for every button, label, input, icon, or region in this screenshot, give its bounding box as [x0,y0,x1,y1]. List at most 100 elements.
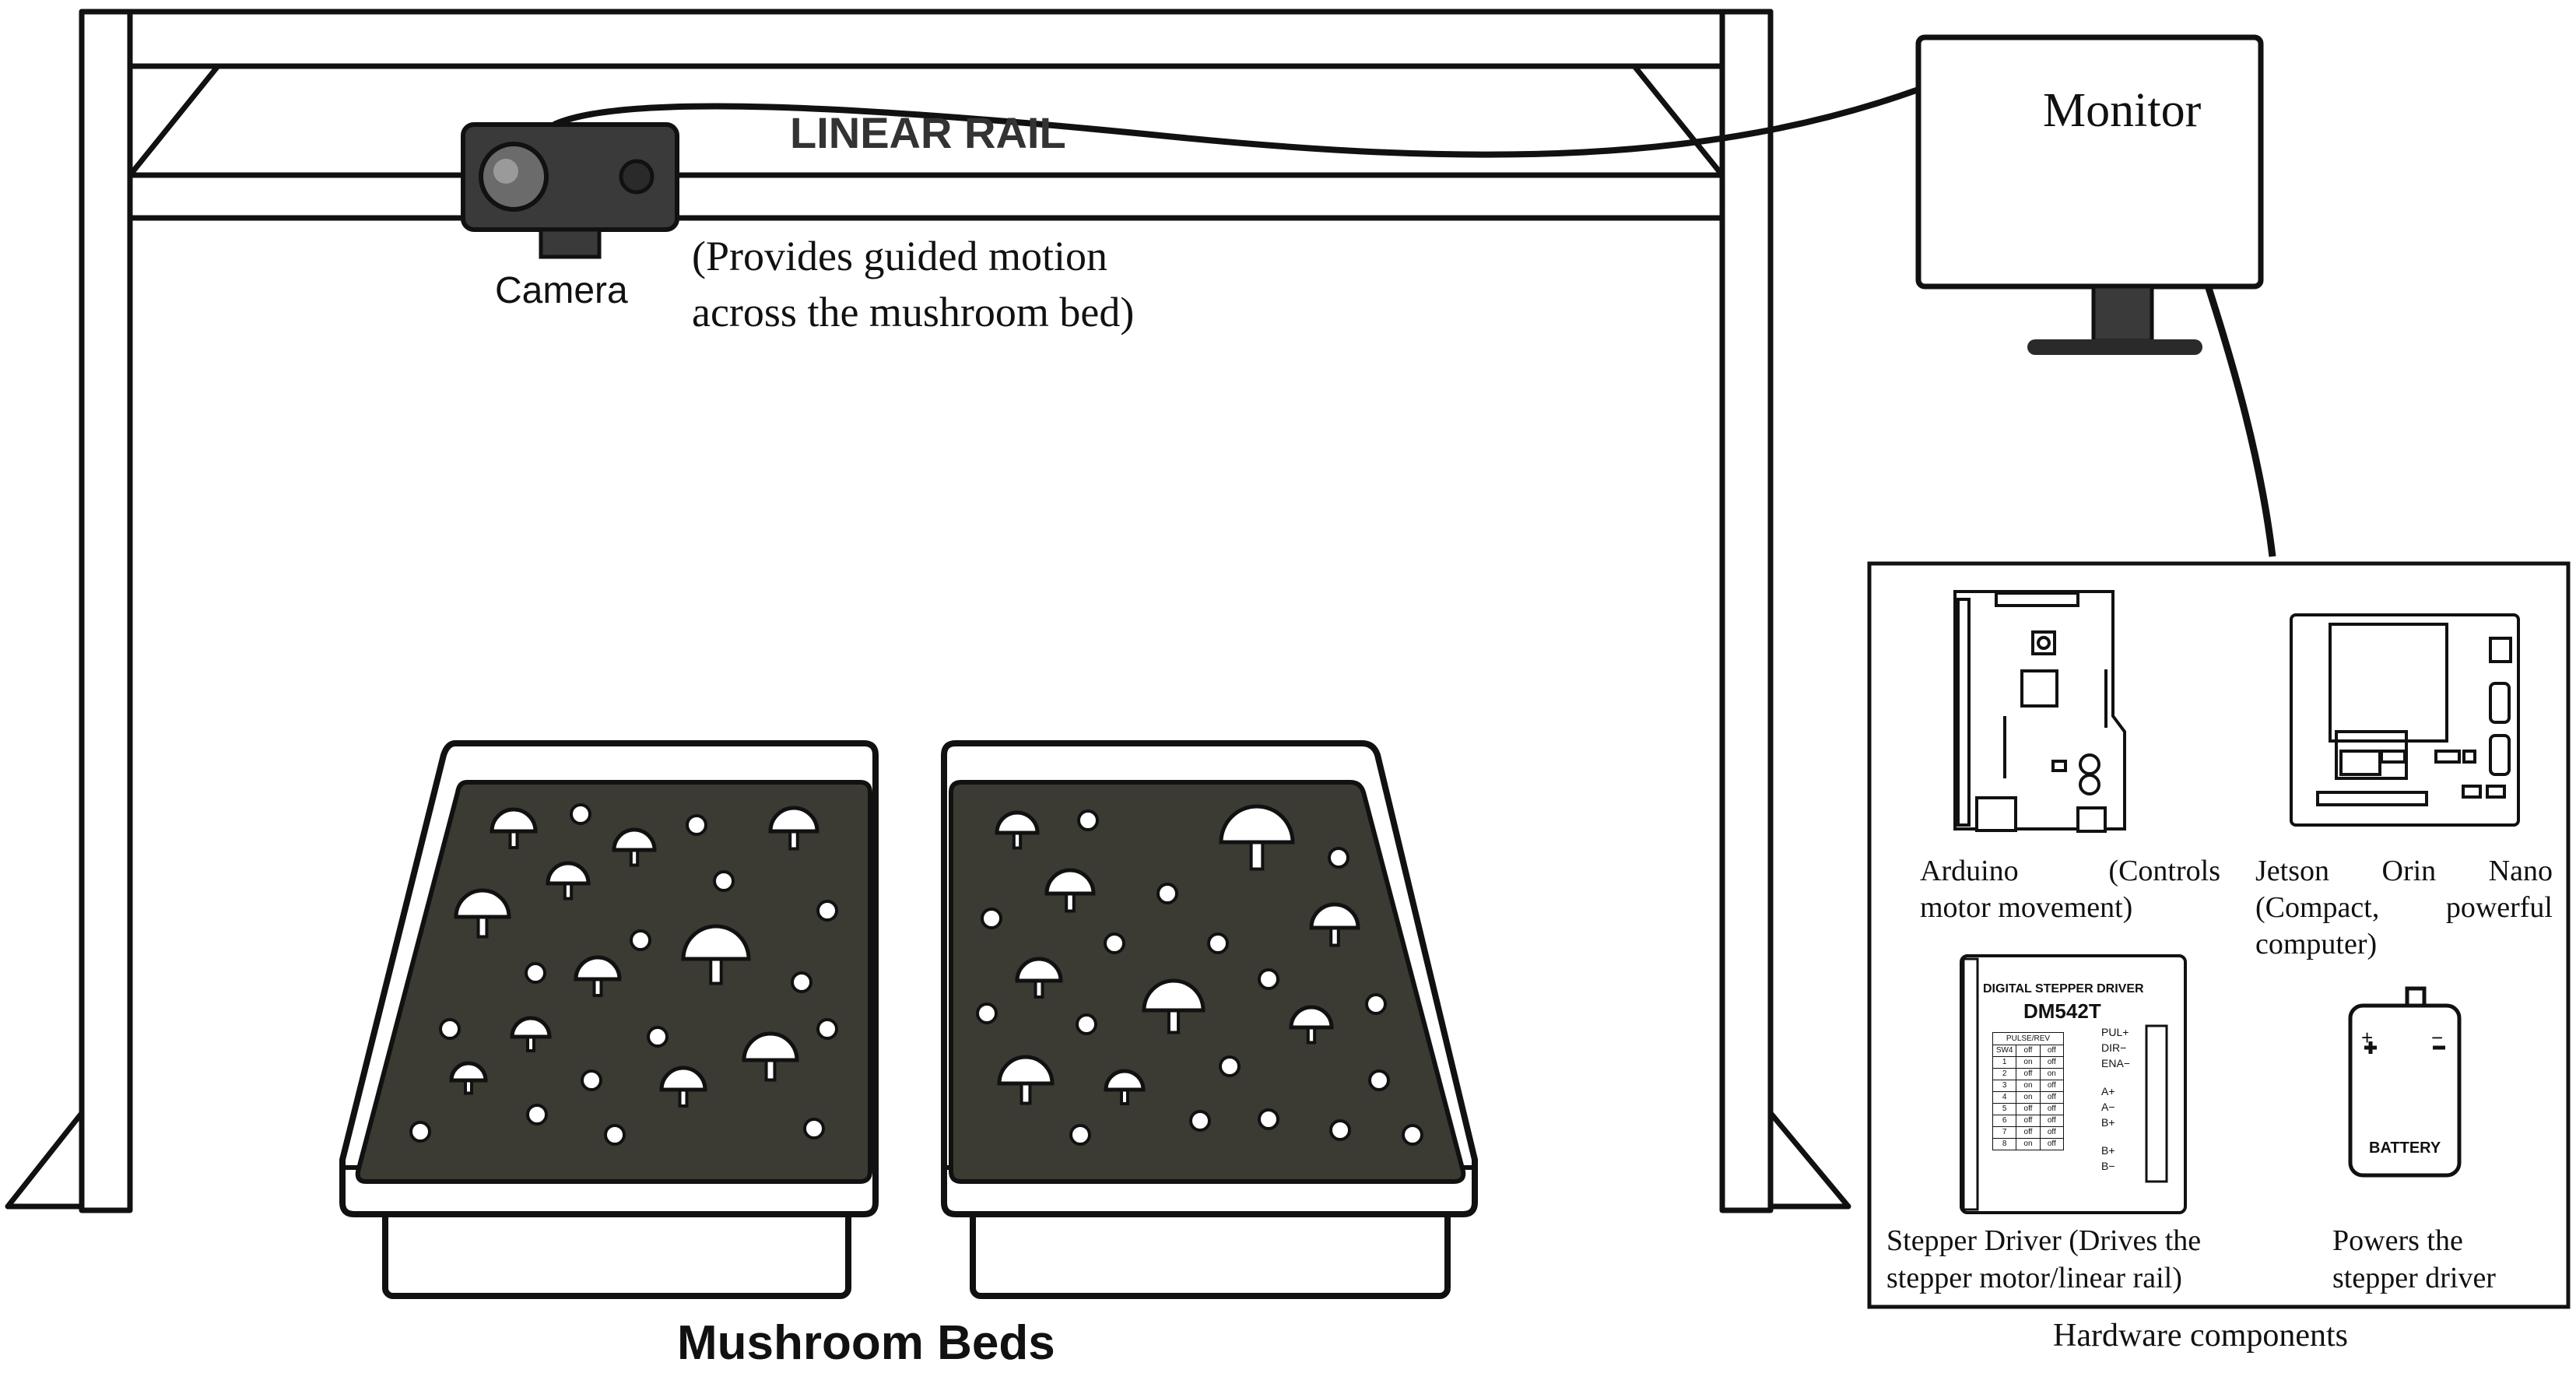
dip-table-cell: off [2016,1045,2041,1056]
mushroom-pin-icon [1402,1124,1423,1146]
jetson-caption-line3: computer) [2255,928,2378,960]
mushroom-icon [1015,957,1063,999]
battery-minus-label: − [2431,1026,2444,1049]
foot-brace-right [1767,1110,1851,1210]
pin-label: DIR− [2101,1041,2127,1054]
mushroom-icon [546,861,591,901]
mushroom-icon [1142,978,1206,1034]
dip-table-cell: 4 [1993,1092,2017,1103]
mushroom-icon [1044,868,1096,913]
dip-table-cell: 8 [1993,1139,2017,1150]
monitor-hardware-cable [2205,286,2276,557]
driver-pin-labels: PUL+DIR−ENA−A+A−B+B+B− [2101,1024,2130,1174]
dip-table-cell: 6 [1993,1115,2017,1126]
mushroom-pin-icon [409,1121,431,1143]
driver-model: DM542T [2023,999,2101,1023]
mushroom-icon [612,827,657,867]
dip-table-cell: off [2016,1115,2041,1126]
mushroom-pin-icon [604,1124,626,1146]
camera-lens-highlight [493,159,518,184]
right-post [1719,9,1774,1213]
dip-table-cell: 5 [1993,1104,2017,1115]
jetson-board-icon [2290,613,2520,827]
camera-sensor-icon [619,159,655,195]
mushroom-pin-icon [713,870,735,892]
brace-top-left [127,63,221,178]
camera-monitor-cable [553,86,1920,158]
mushroom-pin-icon [1258,968,1279,990]
mushroom-pin-icon [1076,1013,1097,1035]
dip-table-title: PULSE/REV [1992,1032,2064,1045]
monitor-screen [1915,34,2264,290]
dip-table-cell: SW4 [1993,1045,2017,1056]
top-beam [79,9,1774,69]
pin-group: B+ B− [2101,1143,2130,1174]
pin-label: ENA− [2101,1057,2130,1069]
mushroom-pin-icon [1189,1110,1211,1132]
mushroom-pin-icon [1077,809,1099,831]
pin-group: A+A−B+ [2101,1083,2130,1130]
mushroom-pin-icon [791,971,812,993]
pin-label: B+ [2101,1116,2115,1129]
battery-caption-line2: stepper driver [2332,1262,2496,1294]
mushroom-pin-icon [581,1069,602,1091]
pin-label: A+ [2101,1085,2115,1097]
brace-top-right [1631,63,1725,178]
mushroom-icon [995,810,1040,850]
mushroom-pin-icon [1368,1069,1390,1091]
dip-table-cell: on [2016,1057,2041,1068]
rail-bar [127,172,1725,221]
mushroom-pin-icon [1156,883,1178,904]
mushroom-pin-icon [570,803,591,825]
pin-label: B− [2101,1160,2115,1172]
dip-table-cell: off [2047,1093,2056,1101]
foot-brace-left [5,1110,85,1210]
mushroom-pin-icon [1328,847,1349,869]
mushroom-pin-icon [1329,1119,1351,1141]
driver-header: DIGITAL STEPPER DRIVER [1983,982,2144,996]
mushroom-pin-icon [1258,1108,1279,1130]
linear-rail-label: LINEAR RAIL [790,108,1066,157]
dip-table-cell: 1 [1993,1057,2017,1068]
dip-table-cell: off [2016,1127,2041,1138]
mushroom-pin-icon [1219,1055,1241,1077]
battery-label: BATTERY [2369,1139,2441,1157]
mushroom-group [409,803,1423,1146]
mushroom-pin-icon [976,1003,998,1024]
mushroom-pin-icon [1069,1124,1091,1146]
mushroom-pin-icon [686,814,707,836]
hardware-components-caption: Hardware components [2053,1318,2349,1354]
mushroom-pin-icon [803,1118,825,1139]
rail-description-line1: (Provides guided motion [692,233,1107,279]
jetson-caption-line2: (Compact, powerful [2255,891,2553,924]
mushroom-pin-icon [1104,932,1125,954]
mushroom-icon [1289,1005,1334,1045]
mushroom-pin-icon [1207,932,1229,954]
pin-label: B+ [2101,1144,2115,1157]
pin-group: PUL+DIR−ENA− [2101,1024,2130,1071]
mushroom-pin-icon [816,900,838,922]
stepper-caption-line1: Stepper Driver (Drives the [1886,1224,2202,1257]
dip-table-cell: 3 [1993,1080,2017,1091]
mushroom-icon [574,955,622,997]
dip-table-cell: off [2047,1046,2056,1055]
mushroom-icon [659,1066,707,1108]
dip-table-cell: off [2047,1139,2056,1148]
dip-table-cell: on [2016,1139,2041,1150]
dip-table-cell: off [2047,1058,2056,1066]
dip-table-cell: off [2016,1069,2041,1080]
camera-mount [539,227,602,259]
rail-description-line2: across the mushroom bed) [692,289,1135,335]
mushroom-icon [742,1031,799,1082]
mushroom-icon [454,888,511,939]
monitor-label: Monitor [2043,84,2202,137]
